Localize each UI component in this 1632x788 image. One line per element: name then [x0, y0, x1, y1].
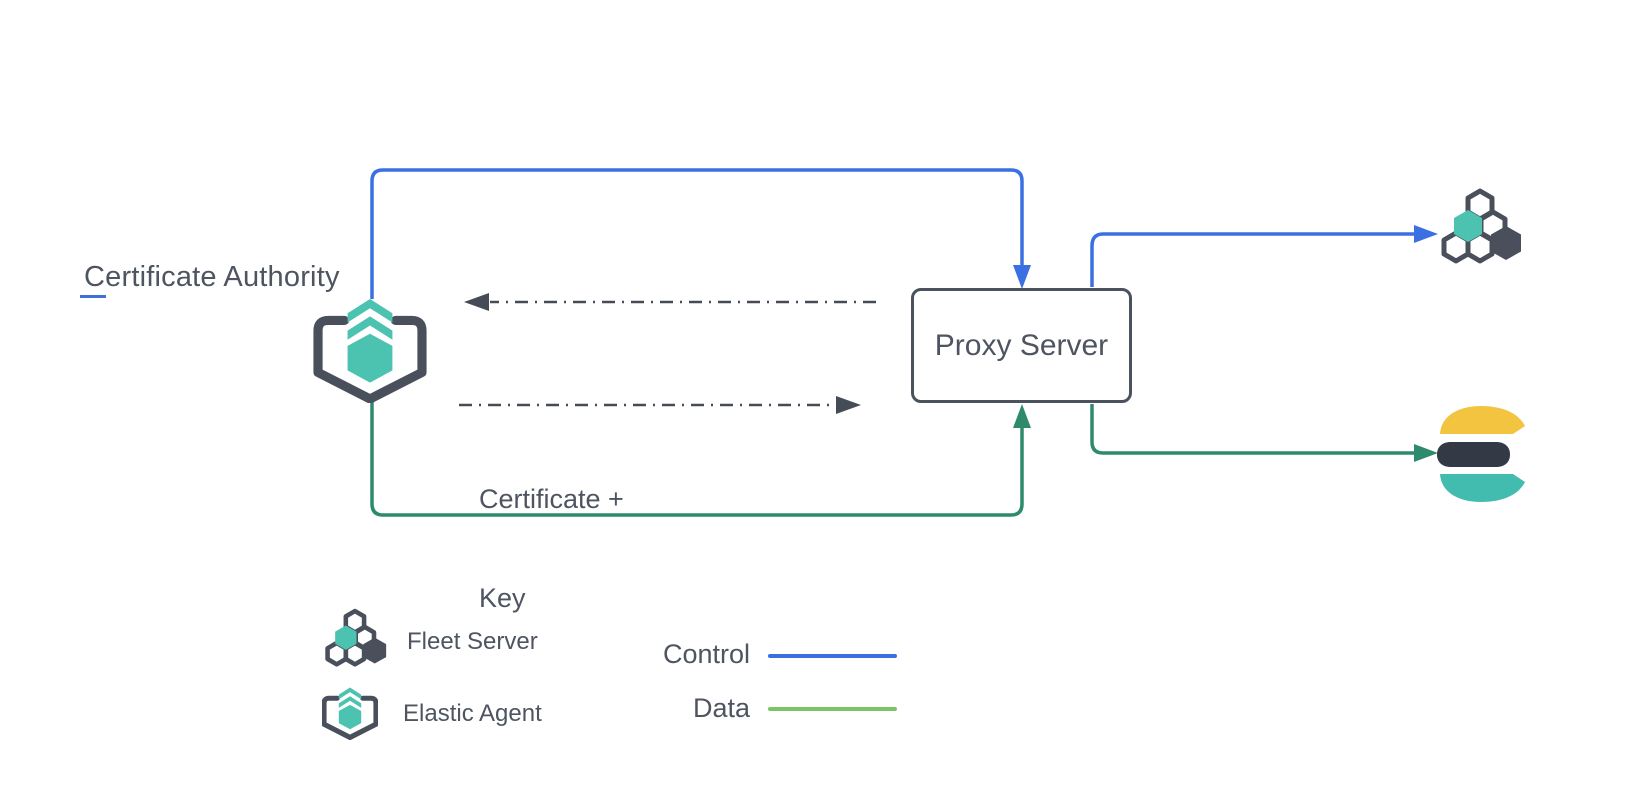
proxy-server-node[interactable]: Proxy Server	[911, 288, 1132, 403]
cert-exchange-edge-to-proxy[interactable]	[459, 396, 861, 414]
certificate-key-label[interactable]: Certificate + Key	[479, 417, 624, 681]
legend-label-control: Control	[662, 639, 750, 669]
certificate-key-line1: Certificate +	[479, 484, 624, 514]
cert-exchange-edge-to-agent[interactable]	[464, 293, 876, 311]
certificate-key-line2: Key	[479, 583, 526, 613]
fleet-server-icon	[1441, 188, 1521, 264]
elastic-agent-node[interactable]	[313, 297, 427, 403]
arrowhead-down-icon	[1013, 265, 1031, 289]
data-line-swatch	[768, 707, 897, 711]
fleet-server-icon	[325, 608, 387, 667]
data-edge-agent-to-proxy[interactable]	[370, 401, 1031, 517]
elastic-agent-icon	[313, 299, 427, 403]
legend-label-data: Data	[692, 693, 750, 723]
elastic-agent-icon	[321, 687, 379, 740]
data-edge-proxy-to-elasticsearch[interactable]	[1090, 404, 1438, 462]
legend-item-elastic-agent	[321, 684, 379, 747]
control-line-swatch	[768, 654, 897, 658]
control-edge-proxy-to-fleet[interactable]	[1090, 225, 1438, 287]
fleet-server-node[interactable]	[1440, 187, 1528, 279]
arrowhead-left-icon	[464, 293, 489, 311]
elasticsearch-node[interactable]	[1433, 403, 1529, 503]
legend-item-fleet-server	[322, 608, 394, 683]
certificate-authority-label[interactable]: Certificate Authority	[79, 257, 340, 308]
elasticsearch-icon	[1437, 406, 1525, 502]
control-edge-agent-to-proxy[interactable]	[370, 168, 1031, 299]
legend-label-elastic-agent: Elastic Agent	[403, 700, 542, 727]
arrowhead-right-icon	[1414, 225, 1438, 243]
proxy-server-label: Proxy Server	[934, 328, 1109, 362]
selected-character: C	[79, 257, 107, 308]
certificate-authority-label-rest: ertificate Authority	[105, 261, 340, 293]
arrowhead-right-icon	[836, 396, 861, 414]
legend-label-fleet-server: Fleet Server	[407, 628, 538, 655]
arrowhead-up-icon	[1013, 404, 1031, 428]
